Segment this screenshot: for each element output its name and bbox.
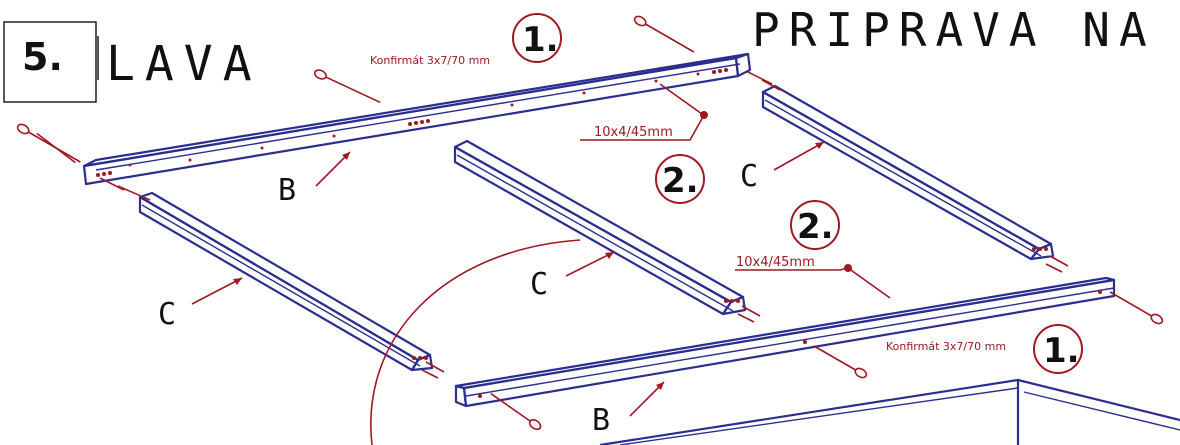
screw-icon — [313, 69, 381, 104]
svg-text:2.: 2. — [662, 161, 699, 201]
svg-text:C: C — [158, 297, 176, 332]
dowel-leader-upper — [580, 114, 705, 141]
part-label-c-left: C — [158, 277, 243, 332]
part-label-c-middle: C — [530, 251, 615, 302]
screw-icon — [1109, 291, 1164, 325]
beam-b-top — [82, 52, 752, 186]
dowel-label-lower: 10x4/45mm — [736, 255, 815, 270]
dowel-leader-lower — [735, 267, 849, 271]
svg-text:B: B — [592, 403, 610, 438]
screw-icon — [813, 345, 868, 379]
dowel-pointer-upper — [659, 83, 708, 119]
dowels — [99, 71, 1069, 379]
part-label-b-top: B — [278, 151, 351, 208]
callout-step-one-top: 1. — [512, 13, 562, 63]
dowel-label-upper: 10x4/45mm — [594, 125, 673, 140]
svg-text:2.: 2. — [797, 207, 834, 247]
confirmat-label-bottom: Konfirmát 3x7/70 mm — [886, 340, 1006, 353]
confirmat-label-top: Konfirmát 3x7/70 mm — [370, 54, 490, 67]
svg-text:C: C — [530, 267, 548, 302]
crossbar-c-left — [138, 191, 434, 372]
confirmat-screws — [16, 15, 1164, 431]
screw-icon — [490, 392, 542, 431]
svg-text:B: B — [278, 173, 296, 208]
crossbar-c-right — [761, 84, 1055, 261]
part-label-b-bottom: B — [592, 381, 665, 438]
svg-text:C: C — [740, 159, 758, 194]
svg-text:1.: 1. — [522, 20, 559, 60]
crossbar-c-middle — [453, 139, 747, 316]
screw-icon — [16, 123, 81, 164]
dowel-pointer-lower — [844, 264, 891, 299]
step-number-box — [3, 21, 97, 103]
heading-text: PRIPRAVA NA — [752, 3, 1156, 57]
beam-b-bottom — [454, 276, 1116, 408]
step-title: LAVA — [106, 36, 262, 92]
callout-step-two-upper: 2. — [655, 154, 705, 204]
detail-arc — [370, 239, 581, 445]
callout-step-one-bottom: 1. — [1033, 324, 1083, 374]
screw-icon — [633, 15, 695, 53]
svg-text:1.: 1. — [1043, 331, 1080, 371]
part-label-c-right: C — [740, 141, 825, 194]
callout-step-two-lower: 2. — [790, 200, 840, 250]
table-outline — [599, 378, 1180, 445]
step-number: 5. — [22, 35, 63, 79]
